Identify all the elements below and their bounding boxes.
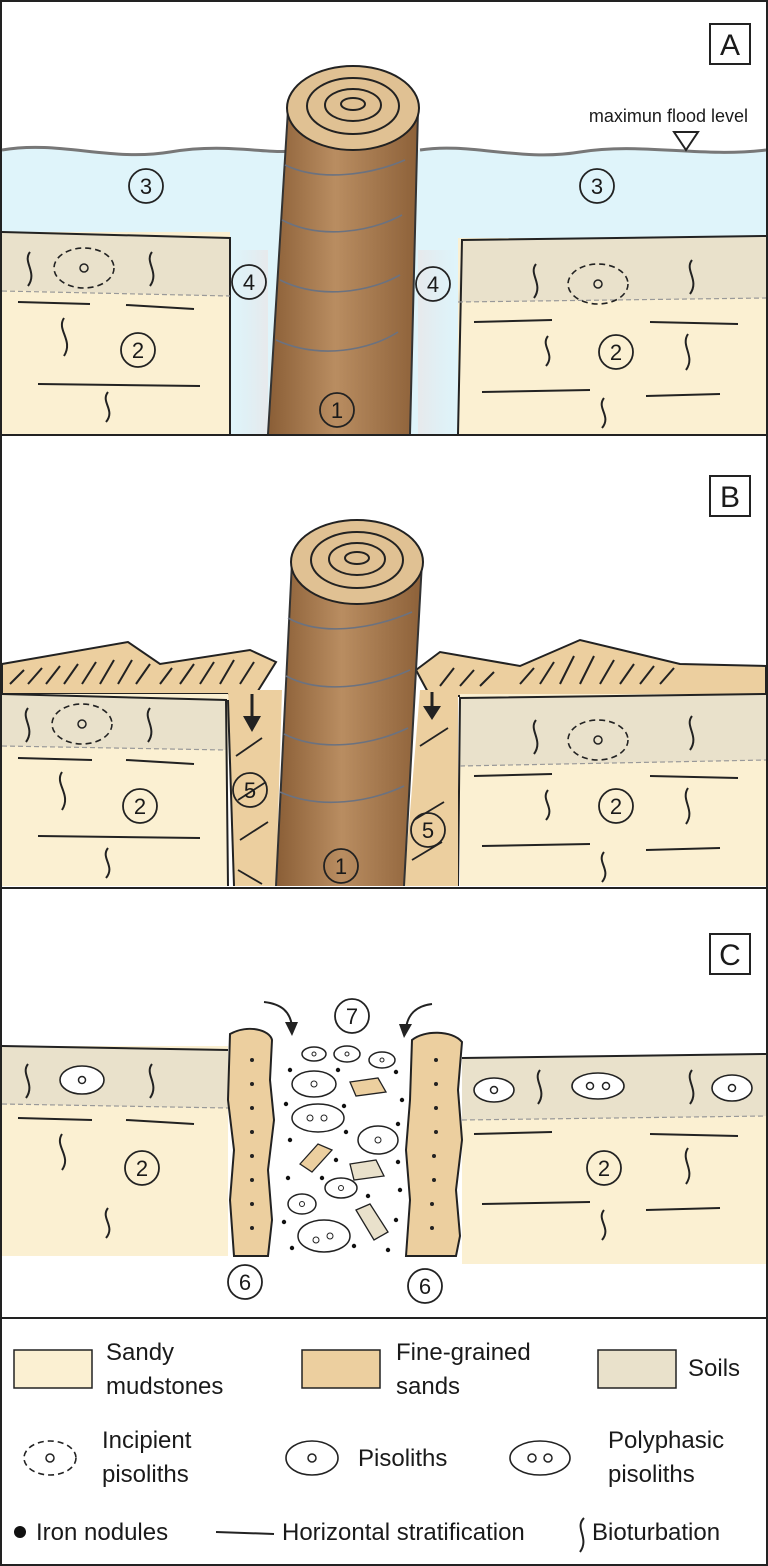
- marker: 6: [227, 1264, 263, 1300]
- soil-layer-left: [2, 232, 230, 296]
- legend-iron-nodule-icon: [14, 1526, 26, 1538]
- svg-text:6: 6: [419, 1274, 431, 1299]
- legend-stratification-icon: [215, 1531, 275, 1535]
- subsidence-arrow: [423, 692, 441, 720]
- svg-text:4: 4: [243, 270, 255, 295]
- subsidence-arrow: [243, 694, 261, 732]
- panel-letter-c: C: [719, 939, 741, 972]
- svg-text:2: 2: [136, 1156, 148, 1181]
- panel-b: B 1 2 2 5 5: [0, 475, 767, 887]
- svg-text:2: 2: [598, 1156, 610, 1181]
- flood-level-line: [1, 145, 767, 157]
- legend-incipient-icon: [23, 1440, 77, 1476]
- svg-text:sands: sands: [396, 1373, 460, 1400]
- marker: 5: [232, 772, 268, 808]
- flood-level-marker: [672, 131, 700, 152]
- legend-swatch-sandy-mudstones: [13, 1349, 93, 1389]
- legend-sandy-line1: Sandy: [106, 1339, 174, 1366]
- marker: 2: [122, 788, 158, 824]
- marker: 1: [323, 848, 359, 884]
- svg-text:1: 1: [331, 398, 343, 423]
- legend-pisolith-icon: [285, 1440, 339, 1476]
- svg-text:7: 7: [346, 1004, 358, 1029]
- tree-trunk-a: [268, 110, 418, 434]
- svg-text:Fine-grained: Fine-grained: [396, 1339, 531, 1366]
- legend: Sandy mudstones Fine-grained sands Soils…: [13, 1339, 740, 1553]
- legend-fine-line2: sands: [396, 1373, 460, 1400]
- svg-text:3: 3: [591, 174, 603, 199]
- sand-wall-right: [404, 1031, 464, 1257]
- sand-fill-right: [404, 690, 458, 886]
- marker: 1: [319, 392, 355, 428]
- legend-swatch-soils: [597, 1349, 677, 1389]
- legend-polyphasic-line2: pisoliths: [608, 1461, 695, 1488]
- marker: 2: [120, 332, 156, 368]
- svg-text:6: 6: [239, 1270, 251, 1295]
- sand-deposit-right: [414, 638, 767, 697]
- legend-polyphasic-line1: Polyphasic: [608, 1427, 724, 1454]
- marker: 4: [415, 266, 451, 302]
- legend-incipient-line2: pisoliths: [102, 1461, 189, 1488]
- legend-bioturbation-icon: [579, 1517, 585, 1553]
- legend-horizontal-stratification: Horizontal stratification: [282, 1519, 525, 1546]
- marker: 3: [128, 168, 164, 204]
- marker: 7: [334, 998, 370, 1034]
- panel-letter-box-a: [709, 23, 751, 65]
- svg-text:Polyphasic: Polyphasic: [608, 1427, 724, 1454]
- sand-wall-left: [226, 1027, 276, 1257]
- legend-swatch-fine-grained-sands: [301, 1349, 381, 1389]
- legend-bioturbation: Bioturbation: [592, 1519, 720, 1546]
- legend-iron-nodules: Iron nodules: [36, 1519, 168, 1546]
- legend-pisoliths: Pisoliths: [358, 1445, 447, 1472]
- svg-text:5: 5: [422, 818, 434, 843]
- infill-arrow: [399, 1003, 433, 1038]
- svg-text:2: 2: [132, 338, 144, 363]
- panel-letter-box-c: [709, 933, 751, 975]
- soil-layer-right: [458, 236, 766, 302]
- svg-text:3: 3: [140, 174, 152, 199]
- tree-trunk-b: [276, 562, 422, 886]
- svg-text:1: 1: [335, 854, 347, 879]
- svg-text:2: 2: [610, 794, 622, 819]
- infill-arrow: [263, 1001, 298, 1036]
- legend-incipient-line1: Incipient: [102, 1427, 192, 1454]
- panel-letter-b: B: [720, 481, 740, 514]
- svg-text:4: 4: [427, 272, 439, 297]
- incipient-pisolith: [567, 263, 629, 305]
- marker: 2: [124, 1150, 160, 1186]
- svg-text:2: 2: [134, 794, 146, 819]
- marker: 2: [598, 788, 634, 824]
- marker: 2: [586, 1150, 622, 1186]
- marker: 6: [407, 1268, 443, 1304]
- flood-level-label: maximun flood level: [589, 106, 748, 126]
- marker: 2: [598, 334, 634, 370]
- legend-soils: Soils: [688, 1355, 740, 1382]
- panel-a: A maximun flood level 1 2 2 3 3 4 4: [1, 23, 767, 435]
- svg-text:2: 2: [610, 340, 622, 365]
- panel-c: C 2 2 6 6 7: [1, 933, 767, 1304]
- marker: 4: [231, 264, 267, 300]
- svg-text:Incipient: Incipient: [102, 1427, 192, 1454]
- sand-fill-left: [228, 690, 282, 886]
- marker: 3: [579, 168, 615, 204]
- pisolith-infill: [281, 1045, 405, 1253]
- legend-polyphasic-icon: [509, 1440, 571, 1476]
- legend-sandy-line2: mudstones: [106, 1373, 223, 1400]
- panel-letter-box-b: [709, 475, 751, 517]
- marker: 5: [410, 812, 446, 848]
- svg-text:Sandy: Sandy: [106, 1339, 174, 1366]
- svg-text:pisoliths: pisoliths: [608, 1461, 695, 1488]
- svg-text:mudstones: mudstones: [106, 1373, 223, 1400]
- panel-letter-a: A: [720, 29, 740, 62]
- sand-deposit-left: [0, 640, 278, 695]
- svg-text:pisoliths: pisoliths: [102, 1461, 189, 1488]
- legend-fine-line1: Fine-grained: [396, 1339, 531, 1366]
- incipient-pisolith: [53, 247, 115, 289]
- svg-text:5: 5: [244, 778, 256, 803]
